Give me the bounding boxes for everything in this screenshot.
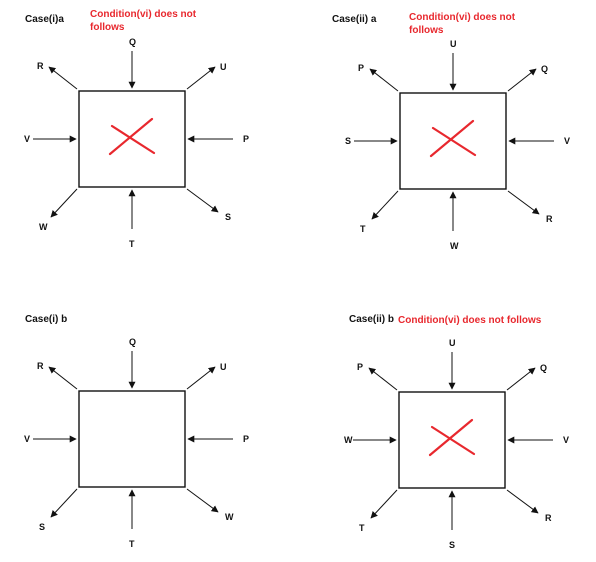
direction-label-top: Q [129,337,136,347]
arrow-top-left [368,367,398,391]
red-cross-mark [108,117,156,156]
direction-label-top-left: R [37,361,44,371]
arrow-top-left [369,68,399,92]
condition-note: follows [90,22,125,33]
arrow-top-right [186,366,216,390]
direction-label-bottom-left: T [359,523,365,533]
arrow-top-left [48,366,78,390]
direction-label-right: V [564,136,570,146]
case-label: Case(i)a [25,14,64,25]
condition-note: Condition(vi) does not [90,9,197,20]
square-box [78,390,186,488]
direction-label-bottom-right: W [225,512,234,522]
case-ii-a-panel: Case(ii) a Condition(vi) does not followsU… [332,12,570,251]
red-cross-mark [429,119,477,158]
direction-label-bottom-left: T [360,224,366,234]
arrow-bottom-right [506,489,539,514]
arrow-bottom-right [186,188,219,213]
case-i-b-panel: Case(i) b Q P T V R U W S [24,314,249,549]
arrow-top-right [506,367,536,391]
direction-label-right: P [243,434,249,444]
arrow-top-left [48,66,78,90]
arrow-bottom-left [50,488,78,518]
direction-label-bottom: T [129,239,135,249]
direction-label-bottom-right: R [545,513,552,523]
direction-label-bottom-right: S [225,212,231,222]
direction-label-bottom: S [449,540,455,550]
direction-label-top: U [450,39,457,49]
direction-label-top-left: P [358,63,364,73]
direction-label-top-right: U [220,362,227,372]
arrow-top-right [507,68,537,92]
condition-note: Condition(vi) does not follows [398,315,542,326]
direction-label-bottom-left: S [39,522,45,532]
red-cross-mark [428,418,476,457]
condition-note: Condition(vi) does not [409,12,516,23]
direction-label-bottom-left: W [39,222,48,232]
arrow-bottom-right [186,488,219,513]
condition-note: follows [409,25,444,36]
direction-label-top-right: Q [540,363,547,373]
direction-label-top-right: U [220,62,227,72]
case-label: Case(i) b [25,314,67,325]
direction-label-top: Q [129,37,136,47]
direction-label-bottom: W [450,241,459,251]
direction-label-left: V [24,434,30,444]
direction-label-top-right: Q [541,64,548,74]
arrow-top-right [186,66,216,90]
direction-label-left: S [345,136,351,146]
direction-label-bottom: T [129,539,135,549]
direction-label-right: P [243,134,249,144]
arrow-bottom-left [371,190,399,220]
direction-label-left: V [24,134,30,144]
direction-label-top-left: P [357,362,363,372]
direction-label-left: W [344,435,353,445]
case-label: Case(ii) a [332,14,377,25]
direction-label-right: V [563,435,569,445]
direction-label-top-left: R [37,61,44,71]
direction-label-bottom-right: R [546,214,553,224]
arrow-bottom-left [370,489,398,519]
case-label: Case(ii) b [349,314,394,325]
arrow-bottom-left [50,188,78,218]
case-ii-b-panel: Case(ii) b Condition(vi) does not follows… [344,314,569,550]
arrow-bottom-right [507,190,540,215]
direction-label-top: U [449,338,456,348]
